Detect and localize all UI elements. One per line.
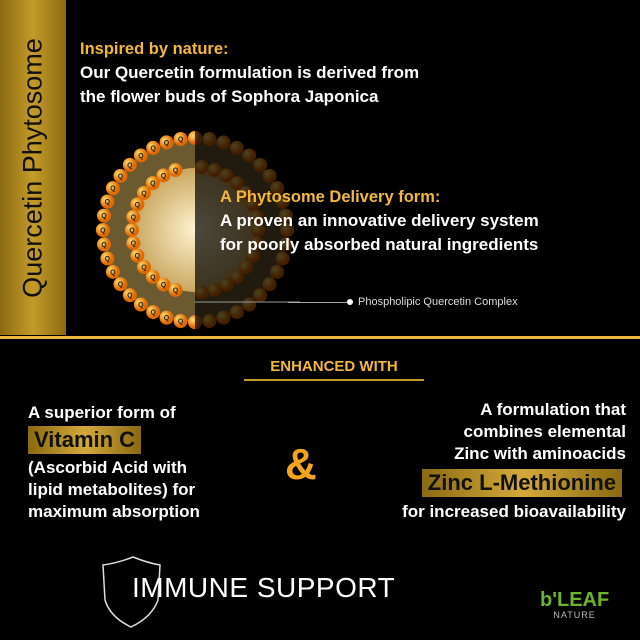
quercetin-bead	[156, 168, 171, 183]
quercetin-bead	[122, 288, 137, 303]
zinc-badge: Zinc L-Methionine	[421, 469, 622, 497]
immune-support-title: IMMUNE SUPPORT	[132, 572, 396, 603]
bead-label: Q	[110, 186, 116, 193]
bead-label: Q	[105, 199, 111, 206]
quercetin-bead	[130, 248, 145, 263]
quercetin-bead	[130, 197, 145, 212]
quercetin-bead	[96, 208, 111, 223]
quercetin-bead	[168, 282, 183, 297]
section1-heading: Inspired by nature:	[80, 40, 229, 58]
quercetin-bead	[173, 314, 188, 329]
bead-label: Q	[161, 173, 167, 180]
sidebar-title: Quercetin Phytosome	[17, 38, 48, 298]
bead-label: Q	[164, 315, 170, 322]
logo-sub: NATURE	[553, 610, 596, 620]
section2-line: for poorly absorbed natural ingredients	[220, 235, 539, 254]
logo-brand: b'LEAF	[540, 589, 610, 611]
quercetin-bead	[100, 251, 115, 266]
bead-label: Q	[100, 228, 106, 235]
bead-label: Q	[141, 265, 147, 272]
vitamin-c-badge: Vitamin C	[28, 426, 142, 454]
right-footer: for increased bioavailability	[402, 502, 626, 521]
bead-label: Q	[150, 274, 156, 281]
bead-label: Q	[141, 190, 147, 197]
left-line: lipid metabolites) for	[28, 480, 196, 499]
quercetin-bead	[113, 168, 128, 183]
bead-label: Q	[138, 302, 144, 309]
bead-label: Q	[101, 242, 107, 249]
caption-leader-line	[288, 302, 350, 303]
quercetin-bead	[113, 277, 128, 292]
quercetin-bead	[146, 140, 161, 155]
quercetin-bead	[159, 310, 174, 325]
bead-label: Q	[173, 287, 179, 294]
bead-label: Q	[161, 282, 167, 289]
quercetin-bead	[126, 236, 141, 251]
quercetin-bead	[126, 209, 141, 224]
bead-label: Q	[173, 168, 179, 175]
bead-label: Q	[150, 145, 156, 152]
diagram-caption: Phospholipic Quercetin Complex	[358, 296, 518, 308]
bead-label: Q	[178, 136, 184, 143]
bead-label: Q	[105, 256, 111, 263]
section1-line: Our Quercetin formulation is derived fro…	[80, 63, 420, 82]
bead-label: Q	[164, 140, 170, 147]
section2-line: A proven an innovative delivery system	[220, 211, 539, 230]
bead-label: Q	[118, 282, 124, 289]
quercetin-bead	[105, 264, 120, 279]
quercetin-bead	[105, 181, 120, 196]
bead-label: Q	[131, 241, 137, 248]
bead-label: Q	[118, 173, 124, 180]
bead-label: Q	[131, 214, 137, 221]
caption-dot	[347, 299, 353, 305]
bead-label: Q	[135, 253, 141, 260]
quercetin-bead	[159, 135, 174, 150]
bead-label: Q	[178, 319, 184, 326]
quercetin-bead	[133, 148, 148, 163]
ampersand: &	[285, 440, 317, 489]
enhanced-with-title: ENHANCED WITH	[244, 358, 424, 381]
left-intro: A superior form of	[28, 403, 176, 422]
quercetin-bead	[136, 185, 151, 200]
bead-label: Q	[135, 202, 141, 209]
sidebar-band	[0, 0, 66, 335]
section1-line: the flower buds of Sophora Japonica	[80, 87, 379, 106]
brand-logo: b'LEAF NATURE	[540, 590, 609, 620]
quercetin-bead	[173, 131, 188, 146]
shield-icon	[102, 556, 161, 628]
bead-label: Q	[150, 310, 156, 317]
bead-label: Q	[138, 153, 144, 160]
section-divider	[0, 336, 640, 339]
left-line: maximum absorption	[28, 502, 200, 521]
quercetin-bead	[100, 194, 115, 209]
quercetin-bead	[133, 297, 148, 312]
quercetin-bead	[124, 223, 139, 237]
section2-heading: A Phytosome Delivery form:	[220, 188, 441, 206]
quercetin-bead	[145, 176, 160, 191]
quercetin-bead	[95, 223, 110, 237]
quercetin-bead	[145, 269, 160, 284]
right-line: A formulation that	[480, 400, 626, 419]
quercetin-bead	[146, 305, 161, 320]
diagram-overlay	[195, 125, 300, 335]
right-line: combines elemental	[463, 422, 626, 441]
bead-label: Q	[110, 269, 116, 276]
quercetin-bead	[122, 157, 137, 172]
right-line: Zinc with aminoacids	[454, 444, 626, 463]
bead-label: Q	[127, 162, 133, 169]
bead-label: Q	[150, 181, 156, 188]
quercetin-bead	[156, 277, 171, 292]
quercetin-bead	[168, 163, 183, 178]
quercetin-bead	[96, 237, 111, 252]
bead-label: Q	[129, 228, 135, 235]
bead-label: Q	[127, 293, 133, 300]
left-line: (Ascorbid Acid with	[28, 458, 187, 477]
quercetin-bead	[136, 260, 151, 275]
bead-label: Q	[101, 213, 107, 220]
